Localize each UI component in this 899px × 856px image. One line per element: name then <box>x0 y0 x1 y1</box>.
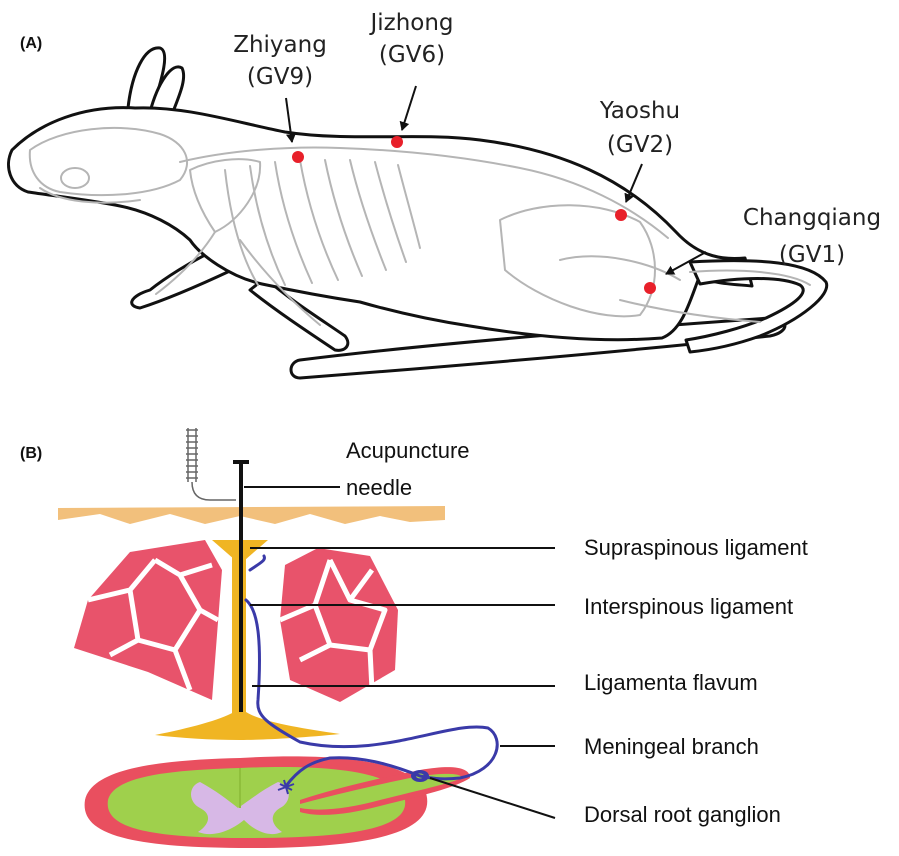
muscle-left-fill <box>74 540 222 700</box>
acupoint-yaoshu-code: (GV2) <box>607 132 673 158</box>
acupoint-yaoshu-name: Yaoshu <box>599 98 680 124</box>
label-meningeal-branch: Meningeal branch <box>584 734 759 759</box>
acupoint-zhiyang-dot <box>292 151 304 163</box>
acupoint-jizhong-arrow <box>402 86 416 130</box>
label-interspinous-ligament: Interspinous ligament <box>584 594 793 619</box>
needle-handle <box>188 428 236 500</box>
acupoint-yaoshu-dot <box>615 209 627 221</box>
acupoint-jizhong-code: (GV6) <box>379 42 445 68</box>
skin-layer <box>58 506 445 524</box>
label-supraspinous-ligament: Supraspinous ligament <box>584 535 808 560</box>
needle-label-line1: Acupuncture <box>346 438 470 463</box>
ligamenta-flavum-shape <box>155 712 340 740</box>
leader-dorsal-root-ganglion <box>430 778 555 818</box>
label-ligamenta-flavum: Ligamenta flavum <box>584 670 758 695</box>
acupoint-zhiyang-name: Zhiyang <box>233 32 327 58</box>
acupoint-zhiyang-code: (GV9) <box>247 64 313 90</box>
rat-illustration <box>9 48 827 378</box>
acupoint-changqiang-code: (GV1) <box>779 242 845 268</box>
acupoint-jizhong-name: Jizhong <box>368 10 453 36</box>
panel-a-label: (A) <box>20 35 42 52</box>
needle-label-line2: needle <box>346 475 412 500</box>
spinal-cord-section <box>85 756 470 848</box>
panel-b-label: (B) <box>20 445 42 462</box>
panel-a: (A) <box>9 10 882 378</box>
acupoint-jizhong-dot <box>391 136 403 148</box>
acupoint-jizhong: Jizhong (GV6) <box>368 10 453 148</box>
acupoint-changqiang-name: Changqiang <box>743 205 881 231</box>
acupoint-changqiang-dot <box>644 282 656 294</box>
panel-b: (B) <box>20 428 808 848</box>
label-dorsal-root-ganglion: Dorsal root ganglion <box>584 802 781 827</box>
muscle-right <box>280 548 398 702</box>
muscle-left <box>74 540 222 700</box>
rat-tail <box>686 261 827 352</box>
